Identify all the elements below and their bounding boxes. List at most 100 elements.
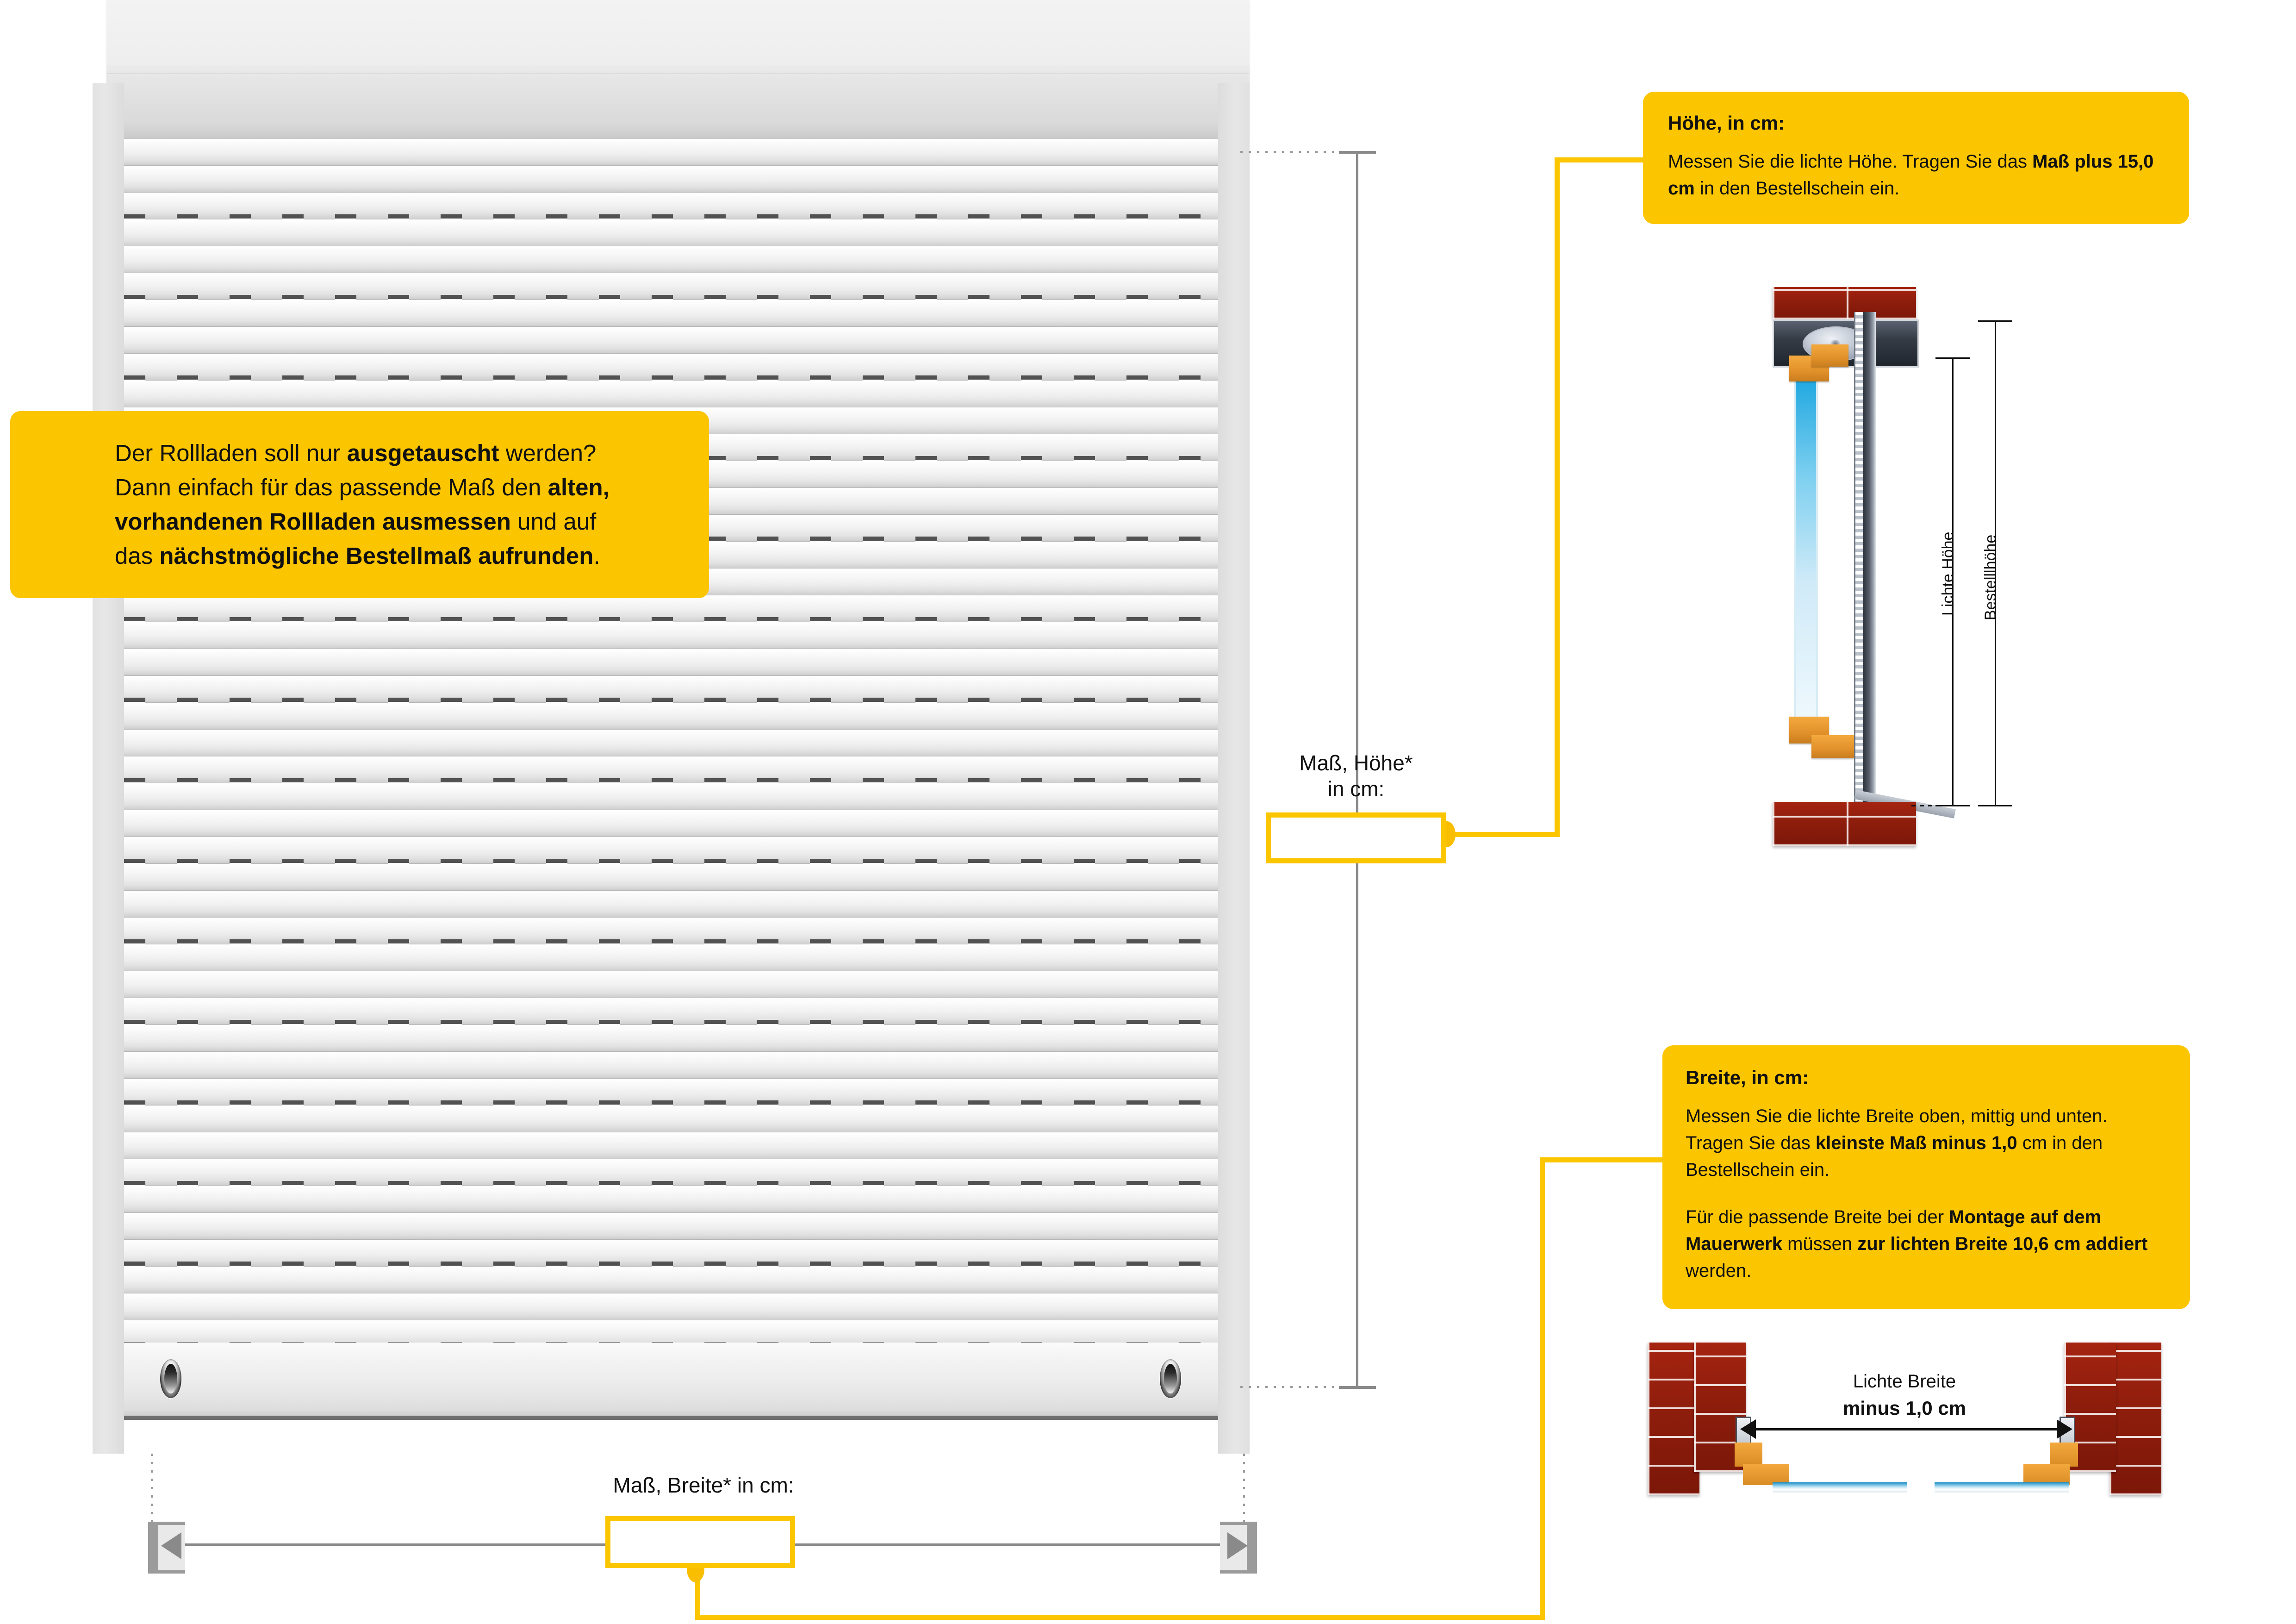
height-input-field[interactable]	[1266, 812, 1446, 863]
label-lichte-hoehe: Lichte Höhe	[1939, 531, 1957, 616]
height-field-label-line1: Maß, Höhe*	[1299, 751, 1413, 775]
connector-width-into-callout	[1540, 1157, 1672, 1162]
connector-height-vertical	[1555, 157, 1560, 837]
window-frame-block-bottom-2	[1811, 735, 1854, 758]
shutter-slat-vents	[124, 1181, 1218, 1185]
shutter-slat-curtain	[124, 139, 1218, 1343]
callout-height-instructions: Höhe, in cm: Messen Sie die lichte Höhe.…	[1643, 92, 2189, 224]
shutter-slat	[124, 730, 1218, 756]
callout-width-spacer	[1686, 1183, 2162, 1204]
shutter-slat-vents	[124, 1262, 1218, 1266]
shutter-slat	[124, 998, 1218, 1026]
lichte-hoehe-dimension-line	[1952, 357, 1954, 806]
shutter-slat	[124, 1293, 1218, 1320]
width-dimension-arrow-line	[1747, 1428, 2065, 1430]
height-dimension-cap-top	[1339, 151, 1376, 154]
shutter-slat	[124, 273, 1218, 301]
shutter-slat	[124, 193, 1218, 220]
shutter-slat	[124, 300, 1218, 327]
callout-left-line3-a: vorhandenen Rollladen ausmessen	[115, 508, 511, 535]
callout-width-p2-a: Für die passende Breite bei der	[1686, 1207, 1949, 1227]
shutter-slat	[124, 1159, 1218, 1187]
lichte-hoehe-tick-bottom	[1935, 805, 1970, 806]
callout-width-p1-c: cm in den Bestellschein ein.	[1686, 1133, 2103, 1180]
shutter-slat-vents	[124, 698, 1218, 702]
connector-height-into-callout	[1555, 157, 1647, 162]
width-sill-right	[1935, 1482, 2069, 1493]
height-field-label: Maß, Höhe* in cm:	[1252, 750, 1460, 802]
callout-height-body-b: Maß plus 15,0 cm	[1668, 151, 2154, 199]
shutter-slat	[124, 1240, 1218, 1268]
shutter-slat	[124, 891, 1218, 918]
brick-wall-bottom	[1773, 802, 1916, 846]
shutter-slat	[124, 219, 1218, 246]
height-cross-section-illustration: Lichte Höhe Bestelllhöhe	[1773, 287, 2069, 856]
shutter-slat	[124, 1213, 1218, 1240]
height-extension-line-bottom	[1240, 1386, 1338, 1388]
shutter-slat	[124, 649, 1218, 676]
width-sill-left	[1773, 1482, 1907, 1493]
shutter-slat	[124, 1079, 1218, 1106]
callout-replacement-note: Der Rollladen soll nur ausgetauscht werd…	[10, 411, 709, 598]
width-brick-outer-left	[1648, 1343, 1699, 1495]
callout-width-p2-e: werden.	[1686, 1261, 1752, 1281]
callout-left-line1: Der Rollladen soll nur ausgetauscht werd…	[115, 436, 676, 470]
callout-left-line1-c: werden?	[499, 440, 597, 466]
width-frame-left-1	[1735, 1443, 1762, 1467]
callout-width-heading: Breite, in cm:	[1686, 1067, 1809, 1088]
height-extension-line-top	[1240, 151, 1338, 153]
callout-left-line4-c: .	[593, 542, 600, 569]
width-frame-left-2	[1743, 1464, 1789, 1485]
shutter-slat	[124, 918, 1218, 945]
brick-wall-top	[1773, 287, 1916, 319]
shutter-guide-rail-right	[1218, 83, 1250, 1454]
width-cross-section-illustration: Lichte Breite minus 1,0 cm	[1648, 1333, 2161, 1518]
shutter-slat	[124, 944, 1218, 971]
shutter-slat	[124, 756, 1218, 784]
callout-left-line1-a: Der Rollladen soll nur	[115, 440, 347, 466]
width-input-field[interactable]	[605, 1516, 795, 1568]
shutter-slat-vents	[124, 214, 1218, 219]
shutter-box-housing	[106, 0, 1250, 139]
width-arrow-head-left	[161, 1532, 181, 1559]
shutter-slat	[124, 1106, 1218, 1132]
shutter-slat	[124, 1025, 1218, 1052]
shutter-slat	[124, 837, 1218, 865]
callout-height-heading: Höhe, in cm:	[1668, 112, 1785, 134]
callout-left-line3: vorhandenen Rollladen ausmessen und auf	[115, 505, 676, 539]
shutter-slat	[124, 703, 1218, 730]
connector-width-horizontal	[695, 1615, 1545, 1620]
shutter-slat	[124, 354, 1218, 381]
label-lichte-breite-minus: minus 1,0 cm	[1842, 1397, 1966, 1419]
shutter-slat-vents	[124, 617, 1218, 621]
bestellhoehe-tick-bottom	[1978, 805, 2012, 806]
callout-left-line3-b: und auf	[510, 508, 597, 535]
shutter-slat-vents	[124, 375, 1218, 380]
shutter-guide-rail-section	[1863, 312, 1876, 807]
callout-width-instructions: Breite, in cm: Messen Sie die lichte Bre…	[1662, 1045, 2190, 1309]
connector-height-horizontal	[1446, 832, 1560, 837]
shutter-slat-vents	[124, 1342, 1218, 1343]
connector-width-down	[695, 1568, 700, 1620]
callout-width-p2-b: Montage auf dem Mauerwerk	[1686, 1207, 2102, 1254]
shutter-slat-vents	[124, 778, 1218, 782]
width-dimension-arrow-left	[1740, 1419, 1756, 1439]
shutter-guide-rail-left	[93, 83, 124, 1454]
shutter-slat	[124, 1320, 1218, 1343]
shutter-slat-vents	[124, 1020, 1218, 1024]
shutter-slat	[124, 864, 1218, 891]
shutter-slat	[124, 622, 1218, 649]
width-arrow-head-right	[1227, 1532, 1248, 1559]
width-extension-line-left	[151, 1454, 153, 1523]
shutter-slat	[124, 676, 1218, 704]
shutter-slat	[124, 327, 1218, 354]
label-bestellhoehe: Bestelllhöhe	[1982, 534, 1999, 620]
shutter-slat	[124, 1186, 1218, 1213]
shutter-slat	[124, 783, 1218, 810]
callout-height-body-c: in den Bestellschein ein.	[1694, 178, 1900, 199]
shutter-slat	[124, 1132, 1218, 1159]
window-glass	[1794, 376, 1818, 718]
callout-left-line1-b: ausgetauscht	[347, 440, 499, 466]
callout-width-p2-c: müssen	[1782, 1234, 1858, 1254]
callout-width-p1-b: kleinste Maß minus 1,0	[1815, 1133, 2017, 1153]
